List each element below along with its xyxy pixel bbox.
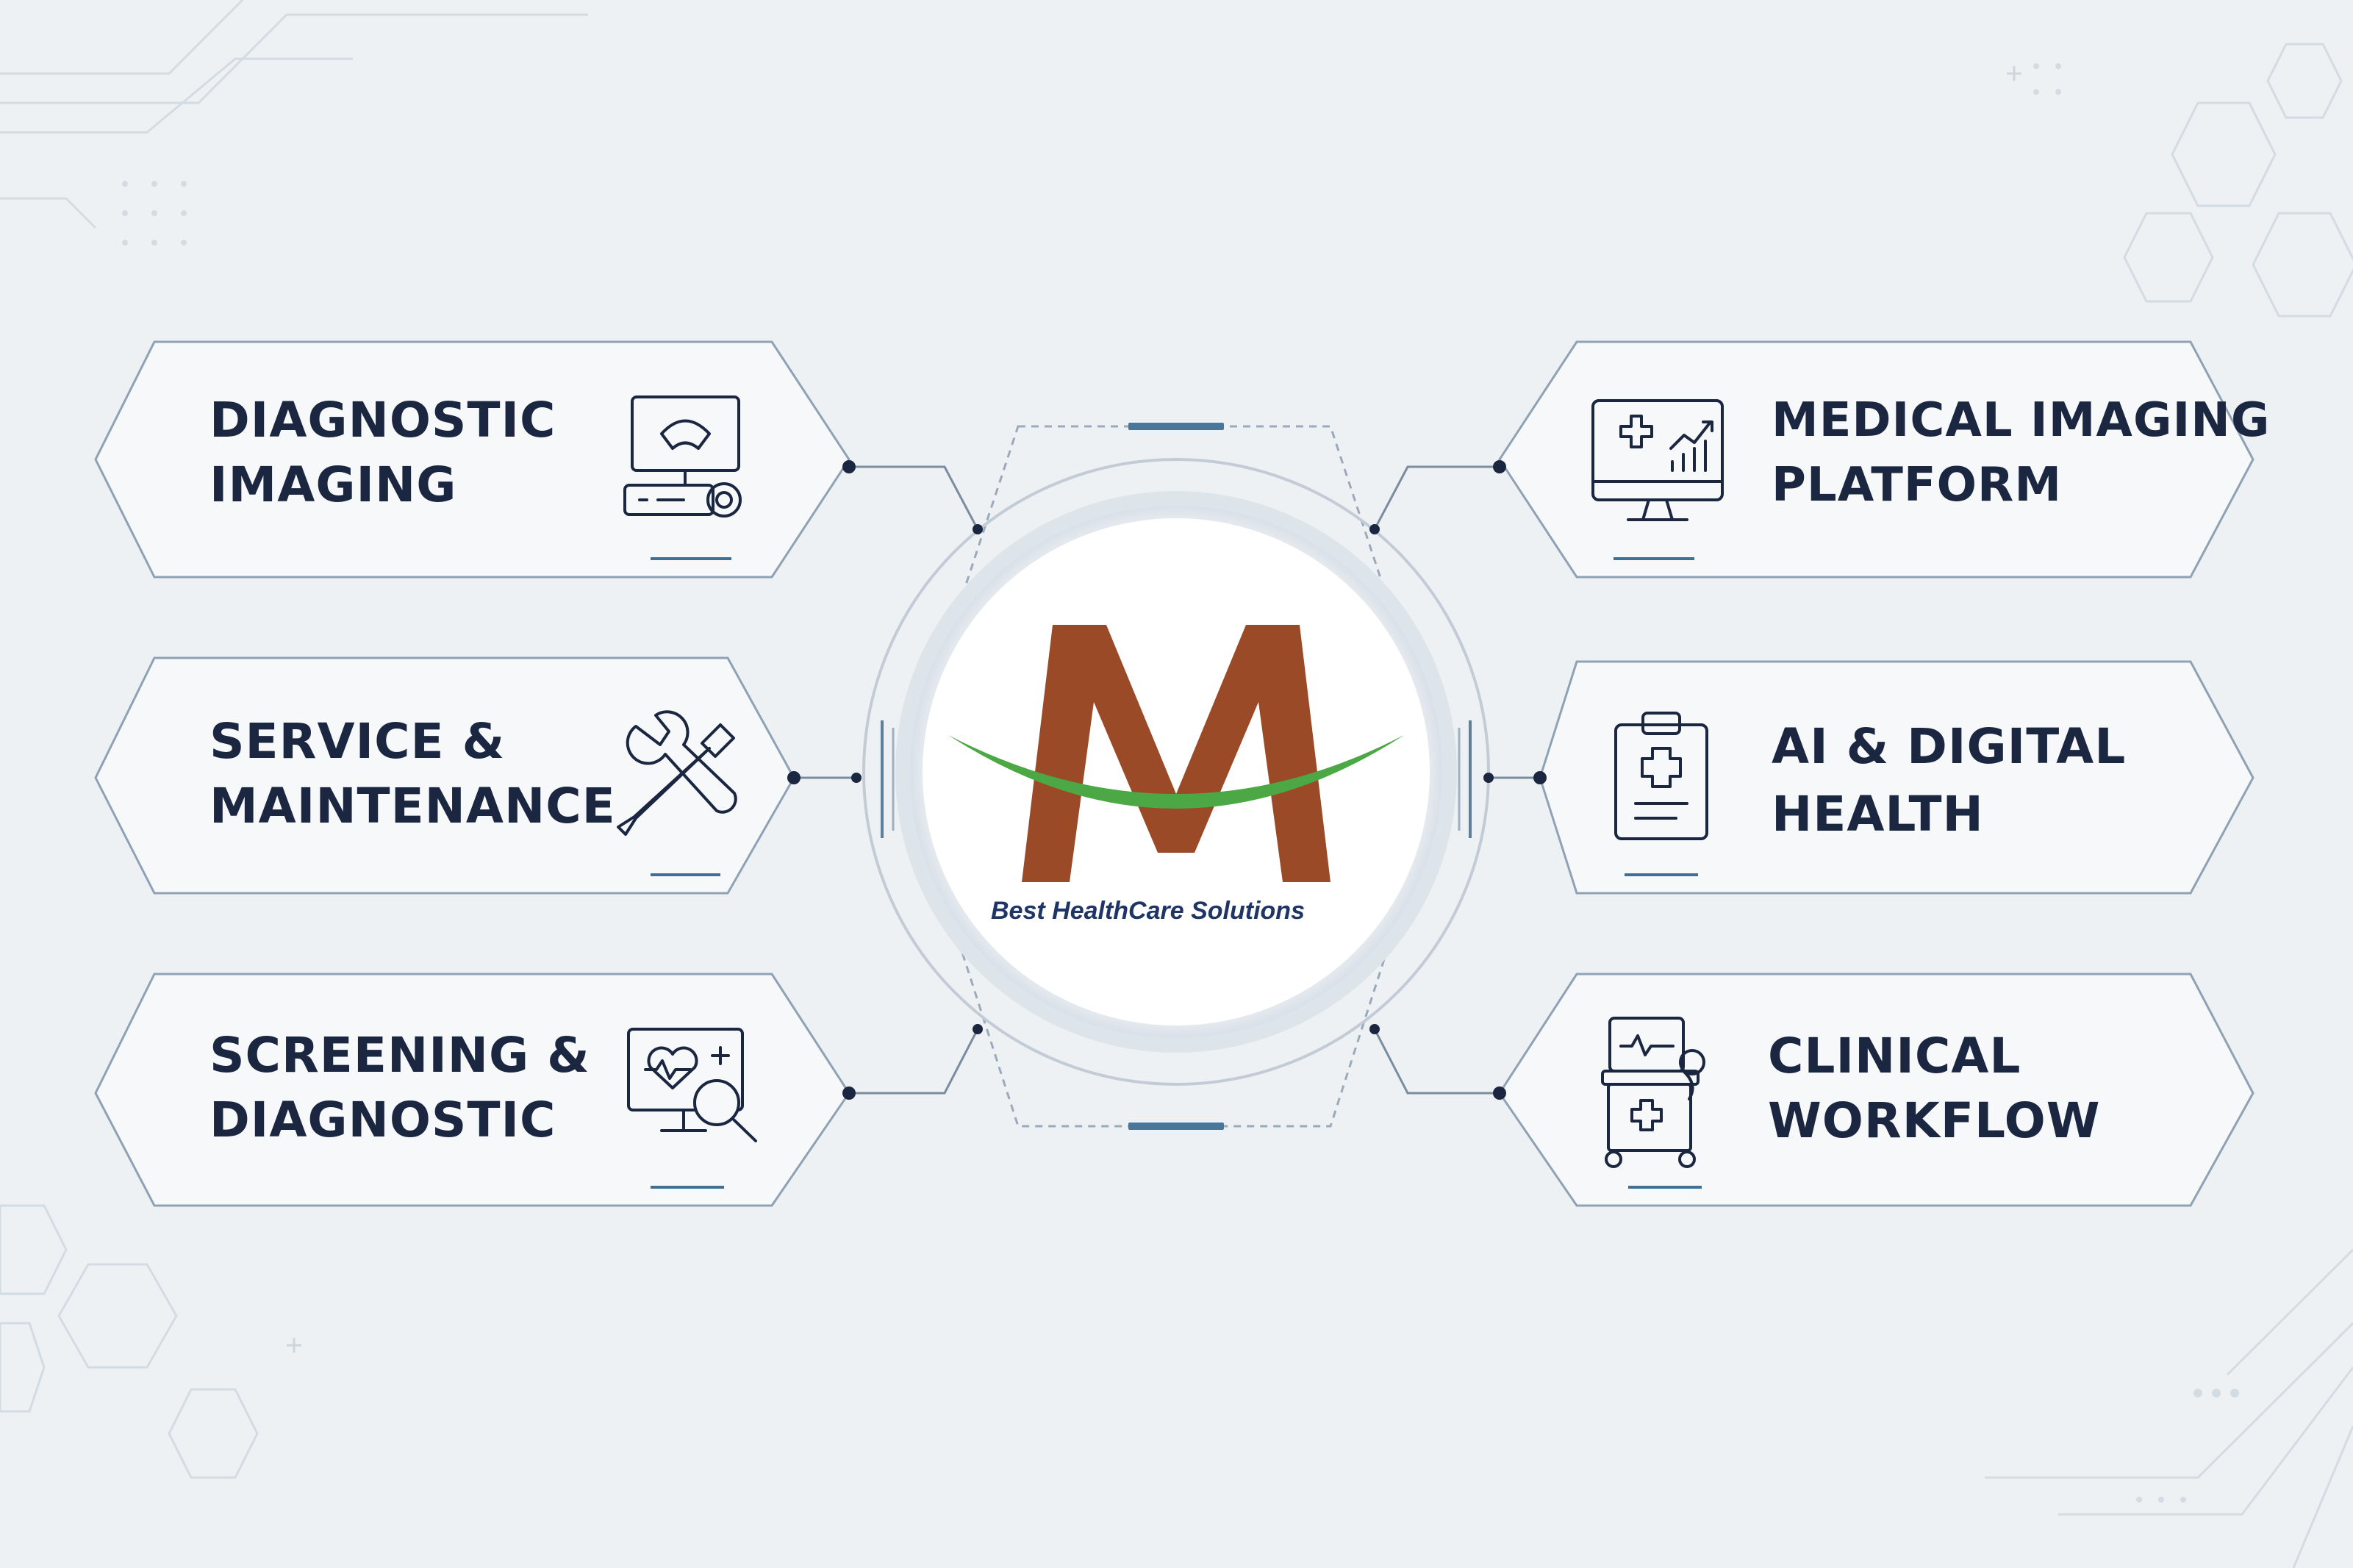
card-label-line: DIAGNOSTIC <box>209 1092 556 1148</box>
connector-dot <box>787 771 801 784</box>
connector-dot <box>973 524 983 534</box>
logo-tagline: Best HealthCare Solutions <box>991 897 1305 925</box>
connector-dot <box>1493 460 1506 473</box>
card-label-line: SCREENING & <box>209 1027 590 1084</box>
outer-ring <box>862 458 1490 1086</box>
wrench-screwdriver-icon <box>617 710 737 836</box>
card-medical-imaging-platform[interactable] <box>1369 340 2254 579</box>
connector-line <box>849 1028 979 1095</box>
card-label-service-maintenance: SERVICE & MAINTENANCE <box>209 709 616 839</box>
card-label-line: MEDICAL IMAGING <box>1772 393 2271 448</box>
card-service-maintenance[interactable] <box>94 656 862 895</box>
connector-dot <box>1483 773 1494 783</box>
monitor-heart-search-icon <box>627 1028 757 1142</box>
card-label-line: PLATFORM <box>1772 458 2062 512</box>
connector-dot <box>842 460 856 473</box>
monitor-analytics-icon <box>1591 399 1724 521</box>
card-label-line: SERVICE & <box>209 713 506 770</box>
connector-dot <box>973 1024 983 1034</box>
connector-dot <box>1533 771 1547 784</box>
logo-mark <box>948 625 1404 882</box>
card-label-line: MAINTENANCE <box>209 778 616 834</box>
card-label-medical-imaging-platform: MEDICAL IMAGING PLATFORM <box>1772 388 2270 518</box>
card-label-line: CLINICAL <box>1768 1028 2021 1084</box>
card-diagnostic-imaging[interactable] <box>94 340 983 579</box>
card-label-line: HEALTH <box>1772 786 1984 842</box>
connector-dot <box>851 773 862 783</box>
connector-dot <box>1369 1024 1380 1034</box>
ultrasound-machine-icon <box>623 395 742 518</box>
card-label-ai-digital-health: AI & DIGITAL HEALTH <box>1772 713 2126 848</box>
card-label-line: AI & DIGITAL <box>1772 718 2127 775</box>
connector-dot <box>842 1086 856 1100</box>
logo-disc <box>923 518 1430 1025</box>
medical-cart-icon <box>1601 1017 1705 1168</box>
connector-line <box>1373 1028 1500 1095</box>
card-label-diagnostic-imaging: DIAGNOSTIC IMAGING <box>209 388 556 518</box>
connector-dot <box>1369 524 1380 534</box>
medical-clipboard-icon <box>1614 712 1708 840</box>
card-label-line: IMAGING <box>209 457 457 513</box>
hexagon-accent-bottom <box>1128 1123 1224 1130</box>
card-screening-diagnostic[interactable] <box>94 973 983 1207</box>
hexagon-accent-top <box>1128 423 1224 430</box>
card-label-line: DIAGNOSTIC <box>209 392 556 448</box>
center-hexagon <box>903 425 1446 1128</box>
card-label-screening-diagnostic: SCREENING & DIAGNOSTIC <box>209 1023 590 1153</box>
connector-dot <box>1493 1086 1506 1100</box>
card-clinical-workflow[interactable] <box>1369 973 2254 1207</box>
card-label-clinical-workflow: CLINICAL WORKFLOW <box>1768 1024 2101 1153</box>
card-ai-digital-health[interactable] <box>1483 660 2254 895</box>
connector-line <box>849 465 979 530</box>
card-label-line: WORKFLOW <box>1768 1092 2101 1149</box>
connector-line <box>1373 465 1500 530</box>
